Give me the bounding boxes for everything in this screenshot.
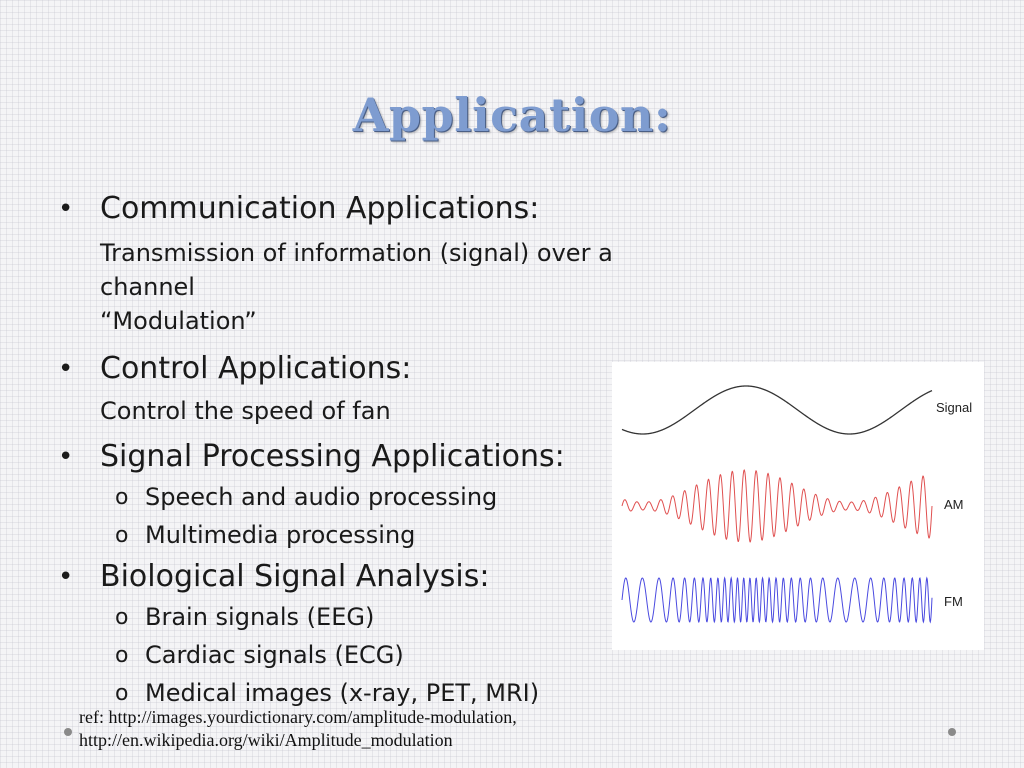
bullet-label: Biological Signal Analysis: xyxy=(100,559,490,594)
bullet-icon: • xyxy=(58,354,74,384)
bullet-icon: • xyxy=(58,562,74,592)
sub-item: o Cardiac signals (ECG) xyxy=(58,636,618,674)
modulation-figure: Signal AM FM xyxy=(612,362,984,650)
bullet-control: • Control Applications: xyxy=(58,348,618,390)
sub-item: o Speech and audio processing xyxy=(58,478,618,516)
sub-bullet-icon: o xyxy=(115,681,129,706)
fm-label: FM xyxy=(944,594,963,609)
corner-dot-right xyxy=(948,728,956,736)
reference-line-1: ref: http://images.yourdictionary.com/am… xyxy=(79,707,517,727)
sub-item: o Multimedia processing xyxy=(58,516,618,554)
bullet-icon: • xyxy=(58,194,74,224)
sub-item: o Brain signals (EEG) xyxy=(58,598,618,636)
sub-item-label: Multimedia processing xyxy=(145,521,416,549)
sub-bullet-icon: o xyxy=(115,485,129,510)
signal-label: Signal xyxy=(936,400,972,415)
fm-wave xyxy=(621,576,933,624)
bullet-label: Signal Processing Applications: xyxy=(100,439,565,474)
am-label: AM xyxy=(944,497,964,512)
sub-item-label: Speech and audio processing xyxy=(145,483,498,511)
bullet-description: Control the speed of fan xyxy=(100,397,391,425)
reference-note: ref: http://images.yourdictionary.com/am… xyxy=(79,706,679,752)
sub-bullet-icon: o xyxy=(115,643,129,668)
bullet-label: Control Applications: xyxy=(100,351,412,386)
bullet-biological: • Biological Signal Analysis: xyxy=(58,556,618,598)
signal-wave xyxy=(621,385,933,435)
reference-line-2: http://en.wikipedia.org/wiki/Amplitude_m… xyxy=(79,730,453,750)
bullet-description: Transmission of information (signal) ove… xyxy=(100,239,613,301)
slide-title: Application: xyxy=(352,88,672,142)
bullet-list: • Communication Applications: Transmissi… xyxy=(58,184,618,712)
sub-item-label: Brain signals (EEG) xyxy=(145,603,375,631)
bullet-signal-processing: • Signal Processing Applications: xyxy=(58,436,618,478)
sub-item-label: Cardiac signals (ECG) xyxy=(145,641,404,669)
sub-bullet-icon: o xyxy=(115,523,129,548)
bullet-label: Communication Applications: xyxy=(100,191,540,226)
bullet-communication: • Communication Applications: xyxy=(58,188,618,230)
bullet-description: “Modulation” xyxy=(100,307,257,335)
bullet-icon: • xyxy=(58,442,74,472)
modulation-diagram: Signal AM FM xyxy=(621,385,972,624)
sub-item-label: Medical images (x-ray, PET, MRI) xyxy=(145,679,540,707)
corner-dot-left xyxy=(64,728,72,736)
sub-bullet-icon: o xyxy=(115,605,129,630)
sub-item: o Medical images (x-ray, PET, MRI) xyxy=(58,674,618,712)
am-wave xyxy=(621,469,933,543)
